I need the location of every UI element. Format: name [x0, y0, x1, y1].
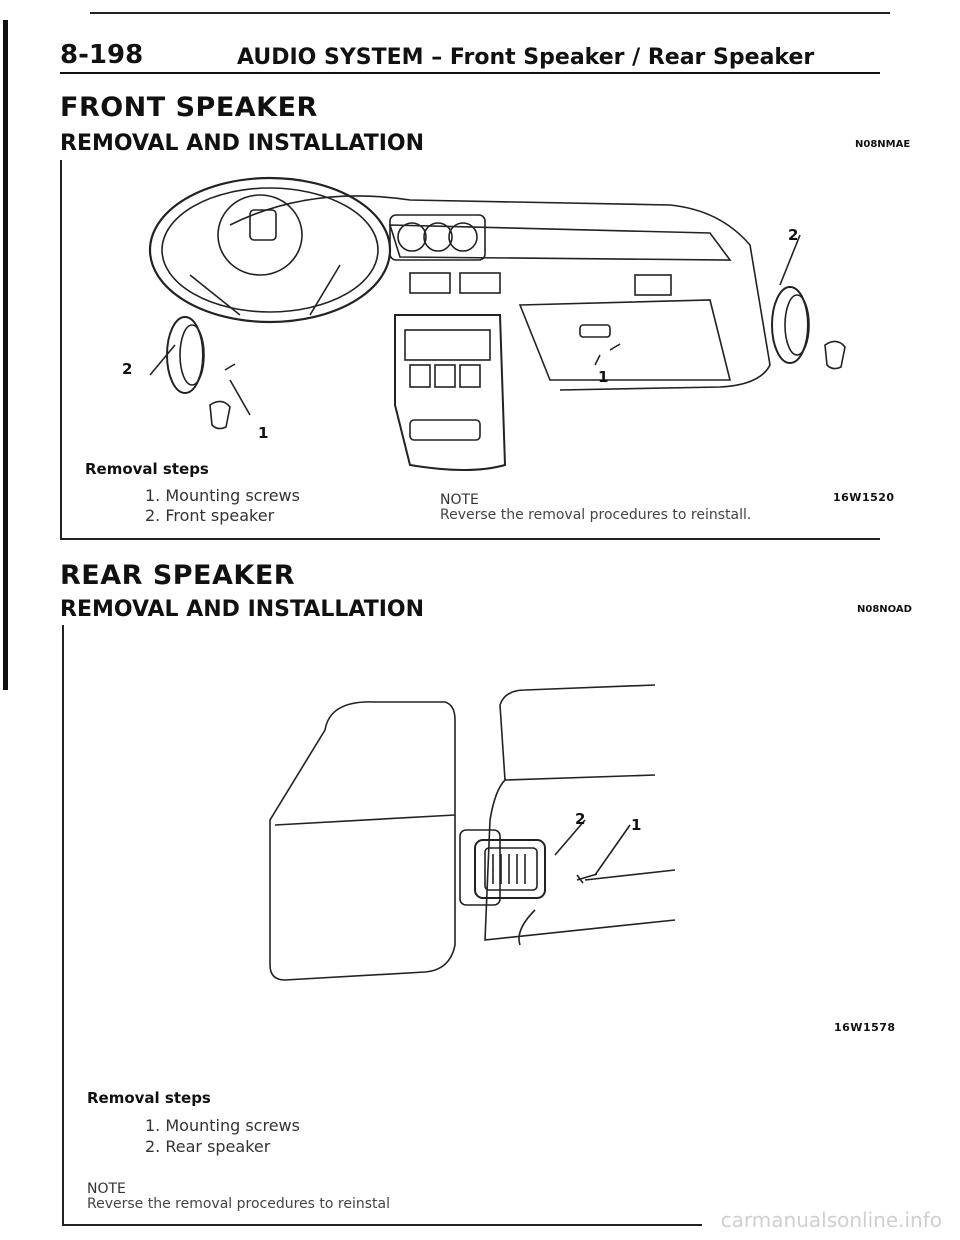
front-callout-1-left: 1 — [258, 424, 269, 442]
front-removal-steps-label: Removal steps — [85, 460, 209, 478]
rear-speaker-heading: REAR SPEAKER — [60, 560, 296, 591]
front-removal-subheading: REMOVAL AND INSTALLATION — [60, 131, 424, 156]
front-note-label: NOTE — [440, 492, 479, 508]
rear-frame-left — [62, 625, 64, 1225]
front-frame-left — [60, 160, 62, 540]
rear-callout-2: 2 — [575, 810, 586, 828]
front-callout-2-right: 2 — [788, 226, 799, 244]
page-header-title: AUDIO SYSTEM – Front Speaker / Rear Spea… — [237, 45, 815, 70]
top-rule — [90, 12, 890, 14]
front-step-2: 2. Front speaker — [145, 506, 275, 525]
rear-note-label: NOTE — [87, 1181, 126, 1197]
rear-removal-subheading: REMOVAL AND INSTALLATION — [60, 597, 424, 622]
front-speaker-illustration — [148, 176, 846, 471]
front-frame-bottom — [60, 538, 880, 540]
front-speaker-heading: FRONT SPEAKER — [60, 92, 318, 123]
front-callout-1-center: 1 — [598, 368, 609, 386]
front-note-text: Reverse the removal procedures to reinst… — [440, 507, 752, 523]
rear-step-2: 2. Rear speaker — [145, 1137, 271, 1156]
rear-frame-bottom — [62, 1224, 702, 1226]
rear-step-1: 1. Mounting screws — [145, 1116, 300, 1135]
rear-callout-1: 1 — [631, 816, 642, 834]
front-step-1: 1. Mounting screws — [145, 486, 300, 505]
rear-section-code: N08NOAD — [857, 604, 912, 615]
header-rule — [60, 72, 880, 74]
rear-removal-steps-label: Removal steps — [87, 1089, 211, 1107]
rear-speaker-illustration — [269, 684, 676, 981]
rear-note-text: Reverse the removal procedures to reinst… — [87, 1196, 390, 1212]
front-section-code: N08NMAE — [855, 139, 911, 150]
page-edge-bar — [3, 20, 8, 690]
front-figure-code: 16W1520 — [833, 491, 895, 504]
page-number: 8-198 — [60, 40, 144, 70]
front-callout-2-left: 2 — [122, 360, 133, 378]
watermark-text: carmanualsonline.info — [720, 1208, 942, 1232]
rear-figure-code: 16W1578 — [834, 1021, 896, 1034]
